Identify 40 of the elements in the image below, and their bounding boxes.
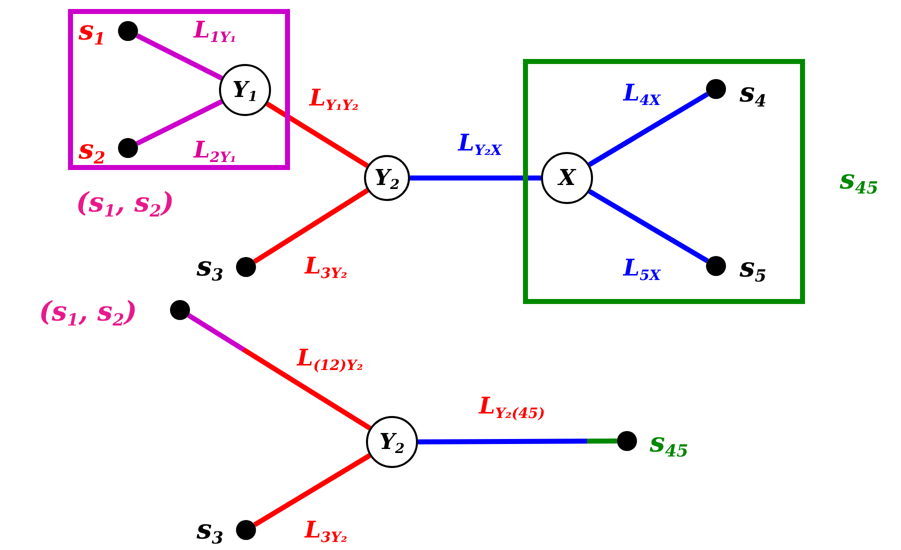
edge-label: L$_{5X}$: [623, 256, 661, 280]
junction-circle: Y$_{1}$: [219, 64, 271, 116]
terminal-dot: [118, 138, 138, 158]
connector-line: [136, 99, 223, 146]
connector-line: [136, 33, 223, 81]
terminal-dot: [236, 520, 256, 540]
connector-line: [588, 189, 709, 264]
connector-line: [187, 313, 372, 430]
connector-line: [410, 176, 541, 180]
terminal-dot: [118, 21, 138, 41]
edge-label: L$_{3Y₂}$: [304, 254, 348, 278]
edge-label: L$_{2Y₁}$: [194, 138, 236, 162]
group-label: s$_{45}$: [840, 166, 878, 194]
junction-circle: Y$_{2}$: [366, 416, 418, 468]
terminal-label: (s$_{1}$, s$_{2}$): [38, 298, 138, 326]
junction-circle: Y$_{2}$: [364, 155, 410, 201]
edge-label: L$_{Y₁Y₂}$: [310, 86, 358, 110]
terminal-label: s$_{3}$: [196, 516, 224, 544]
connector-line: [418, 438, 617, 444]
edge-label: L$_{4X}$: [623, 82, 661, 104]
group-label: (s$_{1}$, s$_{2}$): [76, 190, 174, 216]
terminal-dot: [170, 300, 190, 320]
terminal-label: s$_{3}$: [196, 254, 224, 280]
edge-label: L$_{3Y₂}$: [304, 518, 348, 542]
terminal-dot: [706, 256, 726, 276]
terminal-label: s$_{1}$: [78, 18, 106, 44]
terminal-label: s$_{2}$: [78, 136, 106, 164]
terminal-label: s$_{4}$: [740, 80, 766, 106]
junction-circle: X: [541, 152, 593, 204]
terminal-label: s$_{5}$: [740, 254, 766, 282]
terminal-dot: [236, 257, 256, 277]
edge-label: L$_{1Y₁}$: [194, 18, 236, 42]
terminal-dot: [706, 79, 726, 99]
edge-label: L$_{Y₂X}$: [458, 132, 502, 154]
terminal-dot: [617, 431, 637, 451]
terminal-label: s$_{45}$: [650, 430, 688, 456]
connector-line: [253, 453, 372, 527]
connector-line: [266, 102, 369, 168]
connector-line: [253, 188, 369, 264]
connector-line: [588, 92, 709, 167]
